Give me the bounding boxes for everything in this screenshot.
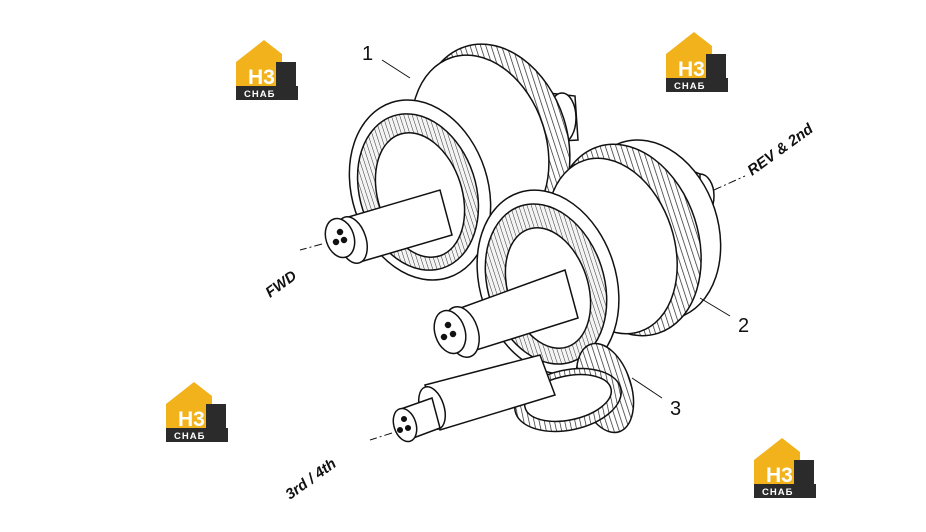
callout-3: 3	[670, 398, 681, 420]
svg-text:CHAБ: CHAБ	[674, 81, 705, 92]
watermark-logo: H3 CHAБ	[754, 438, 816, 498]
leader-lines	[381, 59, 731, 399]
svg-text:H3: H3	[178, 408, 205, 431]
watermark-logo: H3 CHAБ	[666, 32, 728, 92]
svg-text:H3: H3	[248, 66, 275, 89]
clutch-assembly-rev-2nd	[433, 139, 722, 375]
callout-2: 2	[738, 315, 749, 337]
svg-text:CHAБ: CHAБ	[762, 487, 793, 498]
watermark-logo: H3 CHAБ	[236, 40, 298, 100]
label-fwd: FWD	[262, 267, 300, 301]
clutch-assembly-fwd	[324, 43, 579, 281]
callout-1: 1	[362, 43, 373, 65]
svg-text:H3: H3	[678, 58, 705, 81]
clutch-assembly-3rd-4th	[392, 342, 635, 443]
centerlines	[299, 175, 746, 441]
svg-text:H3: H3	[766, 464, 793, 487]
watermark-logo: H3 CHAБ	[166, 382, 228, 442]
label-3rd-4th: 3rd / 4th	[282, 455, 339, 503]
svg-text:CHAБ: CHAБ	[174, 431, 205, 442]
svg-text:CHAБ: CHAБ	[244, 89, 275, 100]
label-rev-2nd: REV & 2nd	[744, 120, 817, 179]
